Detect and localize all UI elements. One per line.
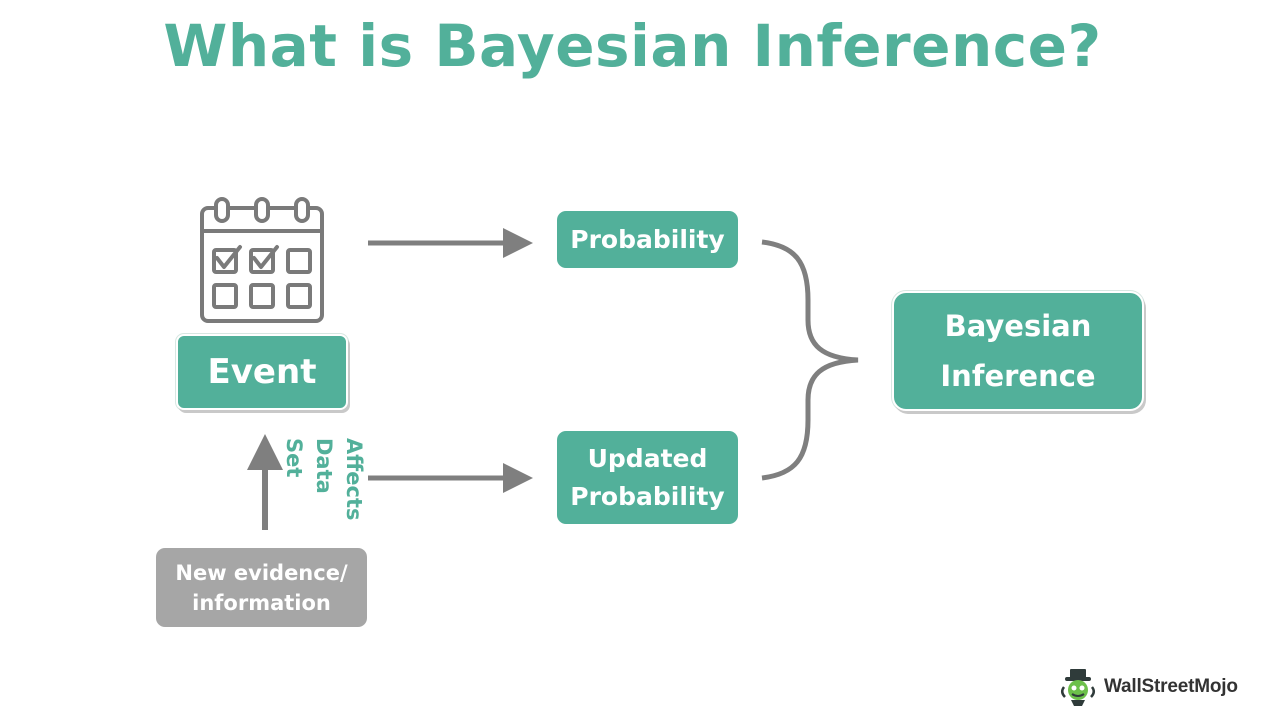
edge-label-line-1: Affects: [342, 438, 366, 521]
probability-node: Probability: [557, 211, 738, 268]
page-title: What is Bayesian Inference?: [163, 12, 1102, 80]
bayesian-inference-label-line-2: Inference: [940, 359, 1096, 393]
wallstreetmojo-logo: WallStreetMojo: [1058, 667, 1238, 707]
affects-data-set-label: Affects Data Set: [269, 438, 369, 534]
merge-brace: [761, 239, 859, 481]
updated-probability-label-line-2: Probability: [570, 481, 725, 511]
event-node: Event: [176, 334, 348, 410]
edge-label-line-2: Data Set: [282, 438, 336, 494]
updated-probability-node: Updated Probability: [557, 431, 738, 524]
mascot-icon: [1061, 669, 1095, 706]
bayesian-inference-node: Bayesian Inference: [892, 291, 1144, 411]
bayesian-inference-label-line-1: Bayesian: [944, 309, 1092, 343]
event-label: Event: [207, 352, 317, 392]
probability-label: Probability: [570, 225, 725, 254]
updated-probability-label-line-1: Updated: [587, 443, 708, 473]
new-evidence-label-line-1: New evidence/: [175, 560, 348, 585]
new-evidence-label-line-2: information: [192, 590, 331, 615]
new-evidence-node: New evidence/ information: [156, 548, 367, 627]
logo-text: WallStreetMojo: [1104, 676, 1238, 697]
calendar-check-icon: [200, 197, 324, 323]
